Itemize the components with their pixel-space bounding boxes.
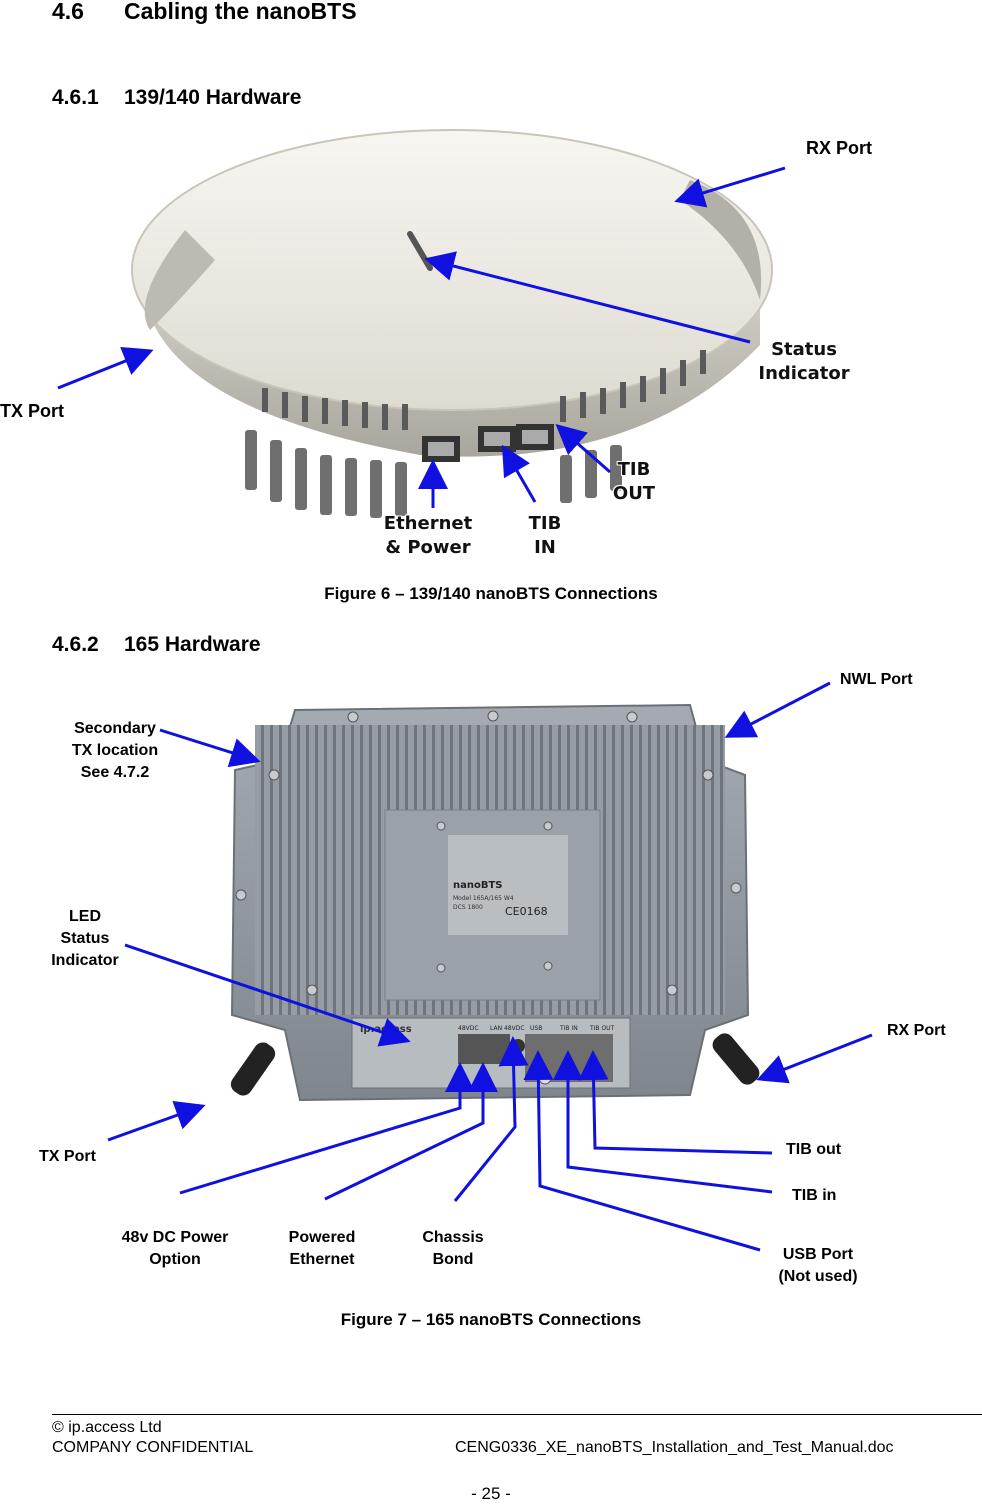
label-powered-ethernet: Powered Ethernet bbox=[288, 1229, 356, 1268]
label-rx-port-165: RX Port bbox=[887, 1022, 946, 1039]
dc-connector bbox=[458, 1034, 510, 1064]
footer-confidential: COMPANY CONFIDENTIAL bbox=[52, 1439, 254, 1456]
label-chassis-bond: Chassis Bond bbox=[422, 1229, 484, 1268]
device-ce-text: CE0168 bbox=[505, 905, 548, 918]
section-number: 4.6 bbox=[52, 0, 84, 24]
label-usb-port: USB Port (Not used) bbox=[778, 1246, 858, 1285]
label-48v-dc: 48v DC Power Option bbox=[121, 1229, 229, 1268]
section-heading: 4.6 Cabling the nanoBTS bbox=[52, 0, 357, 25]
footer-rule bbox=[52, 1414, 982, 1415]
figure6-caption: Figure 6 – 139/140 nanoBTS Connections bbox=[324, 584, 658, 603]
label-tib-in-165: TIB in bbox=[792, 1187, 837, 1204]
device-band-text: DCS 1800 bbox=[453, 904, 483, 911]
label-rx-port: RX Port bbox=[806, 138, 873, 158]
subsection-title: 165 Hardware bbox=[124, 633, 261, 656]
label-tib-out-165: TIB out bbox=[786, 1141, 842, 1158]
label-secondary-tx: Secondary TX location See 4.7.2 bbox=[71, 720, 159, 781]
label-tib-out: TIB OUT bbox=[612, 459, 656, 504]
label-ethernet-power: Ethernet & Power bbox=[383, 513, 473, 558]
footer-copyright: © ip.access Ltd bbox=[52, 1419, 162, 1436]
figure7-caption: Figure 7 – 165 nanoBTS Connections bbox=[340, 1310, 642, 1329]
subsection-heading-165: 4.6.2 165 Hardware bbox=[52, 633, 261, 657]
label-tx-port-165: TX Port bbox=[39, 1148, 96, 1165]
rating-label bbox=[448, 835, 568, 935]
device-brand-text: nanoBTS bbox=[453, 880, 503, 891]
device-model-text: Model 165A/165 W4 bbox=[453, 895, 514, 902]
port-label-4: TIB OUT bbox=[589, 1025, 615, 1032]
port-label-1: LAN 48VDC bbox=[490, 1025, 525, 1032]
heatsink-fins bbox=[245, 430, 622, 518]
subsection-title: 139/140 Hardware bbox=[124, 86, 302, 109]
subsection-number: 4.6.2 bbox=[52, 633, 99, 656]
figure-165-device-illustration: nanoBTS Model 165A/165 W4 DCS 1800 CE016… bbox=[107, 681, 873, 1252]
subsection-number: 4.6.1 bbox=[52, 86, 99, 109]
figure7-arrows bbox=[107, 681, 873, 1252]
label-nwl-port: NWL Port bbox=[840, 671, 913, 688]
footer-docname: CENG0336_XE_nanoBTS_Installation_and_Tes… bbox=[455, 1439, 894, 1456]
figure-139-device-illustration bbox=[57, 129, 786, 518]
page-number: - 25 - bbox=[471, 1484, 511, 1503]
vent-slots bbox=[262, 350, 706, 430]
port-label-3: TIB IN bbox=[559, 1025, 578, 1032]
figure6-arrows bbox=[57, 166, 786, 508]
port-label-2: USB bbox=[530, 1025, 542, 1032]
label-led-status: LED Status Indicator bbox=[51, 908, 119, 969]
section-title: Cabling the nanoBTS bbox=[124, 0, 357, 24]
label-tx-port: TX Port bbox=[0, 401, 65, 421]
port-label-0: 48VDC bbox=[458, 1025, 479, 1032]
label-status-indicator: Status Indicator bbox=[758, 339, 850, 384]
label-tib-in: TIB IN bbox=[528, 513, 562, 558]
subsection-heading-139: 4.6.1 139/140 Hardware bbox=[52, 86, 301, 110]
